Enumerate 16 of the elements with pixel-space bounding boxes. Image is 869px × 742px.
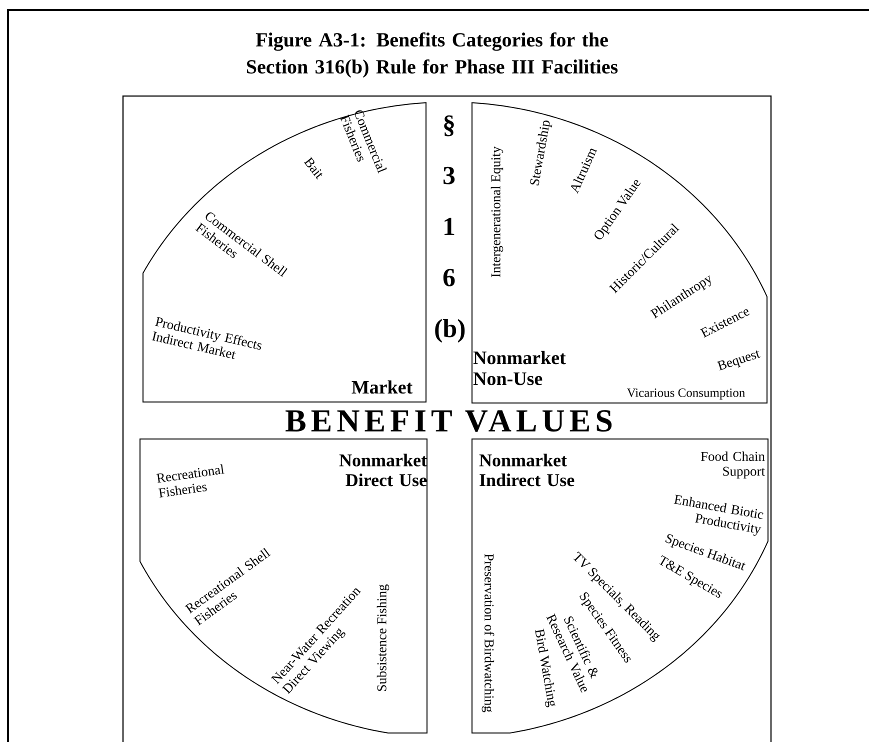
figure-title: Figure A3-1: Benefits Categories for the Section 316(b) Rule for Phase III Facilities	[246, 32, 618, 78]
benefit-label: Recreational Fisheries	[156, 464, 224, 498]
benefit-label: Food Chain Support	[700, 451, 765, 479]
benefit-label: Intergenerational Equity	[490, 146, 504, 278]
category-heading: Nonmarket Direct Use	[339, 454, 427, 486]
benefit-label: Preservation of Birdwatching	[482, 554, 494, 712]
category-heading: Market	[352, 380, 413, 394]
benefit-label: Stewardship	[530, 120, 552, 186]
benefit-label: Bequest	[716, 350, 760, 370]
benefit-label: Enhanced Biotic Productivity	[674, 494, 764, 536]
category-heading: Nonmarket Indirect Use	[479, 454, 574, 486]
section-number: § 3 1 6 (b)	[435, 115, 465, 343]
heading-text: BENEFIT VALUES	[286, 410, 612, 432]
benefit-label: Subsistence Fishing	[376, 584, 390, 691]
benefit-label: Vicarious Consumption	[626, 388, 745, 400]
category-heading: Nonmarket Non-Use	[473, 350, 566, 386]
